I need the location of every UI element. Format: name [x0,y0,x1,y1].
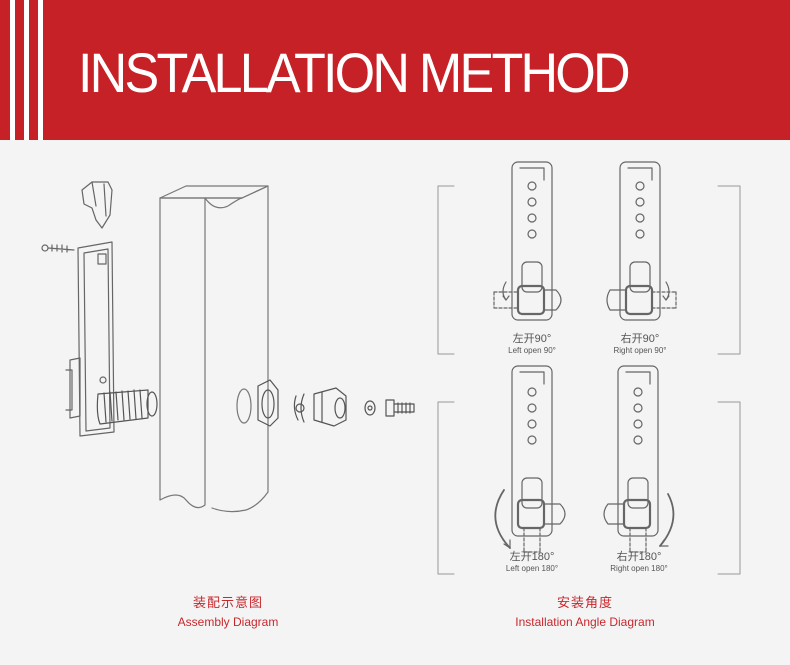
installation-diagram [41,161,741,575]
lock-unit-left-90 [493,161,562,321]
cabinet-board [159,185,269,513]
unit-caption-left-180-en: Left open 180° [505,564,559,573]
page-title: INSTALLATION METHOD [78,41,631,104]
washer-clip [293,393,305,423]
header-stripe-right [38,0,43,140]
unit-caption-left-180-zh: 左开180° [509,551,555,563]
unit-caption-left-90: 左开90° Left open 90° [490,333,574,357]
header-banner: INSTALLATION METHOD [0,0,790,140]
cam-spacer [313,387,347,427]
unit-caption-left-90-zh: 左开90° [512,333,552,345]
header-stripe-middle [24,0,29,140]
hex-nut [257,379,279,427]
angle-diagram-frame [437,185,741,575]
unit-caption-left-180: 左开180° Left open 180° [490,551,574,575]
unit-caption-left-90-en: Left open 90° [508,346,556,355]
assembly-caption-en: Assembly Diagram [177,615,279,629]
unit-caption-right-90-en: Right open 90° [613,346,667,355]
threaded-cylinder [96,389,158,425]
unit-caption-right-180-en: Right open 180° [610,564,668,573]
lock-unit-right-90 [606,161,677,321]
unit-caption-right-180-zh: 右开180° [616,551,662,563]
mounting-screw [41,244,75,253]
angle-caption-zh: 安装角度 [556,595,613,610]
unit-caption-right-180: 右开180° Right open 180° [596,551,682,575]
assembly-caption: 装配示意图 Assembly Diagram [148,592,308,629]
angle-caption: 安装角度 Installation Angle Diagram [490,592,680,629]
lock-unit-right-180 [603,365,675,553]
header-stripe-left [10,0,15,140]
lock-body [65,241,115,437]
assembly-caption-zh: 装配示意图 [192,595,263,610]
angle-caption-en: Installation Angle Diagram [515,615,655,629]
flat-washer [364,400,376,416]
end-screw [385,399,415,417]
unit-caption-right-90-zh: 右开90° [620,333,660,345]
lock-unit-left-180 [494,365,566,553]
unit-caption-right-90: 右开90° Right open 90° [598,333,682,357]
clip-bracket [81,181,113,229]
